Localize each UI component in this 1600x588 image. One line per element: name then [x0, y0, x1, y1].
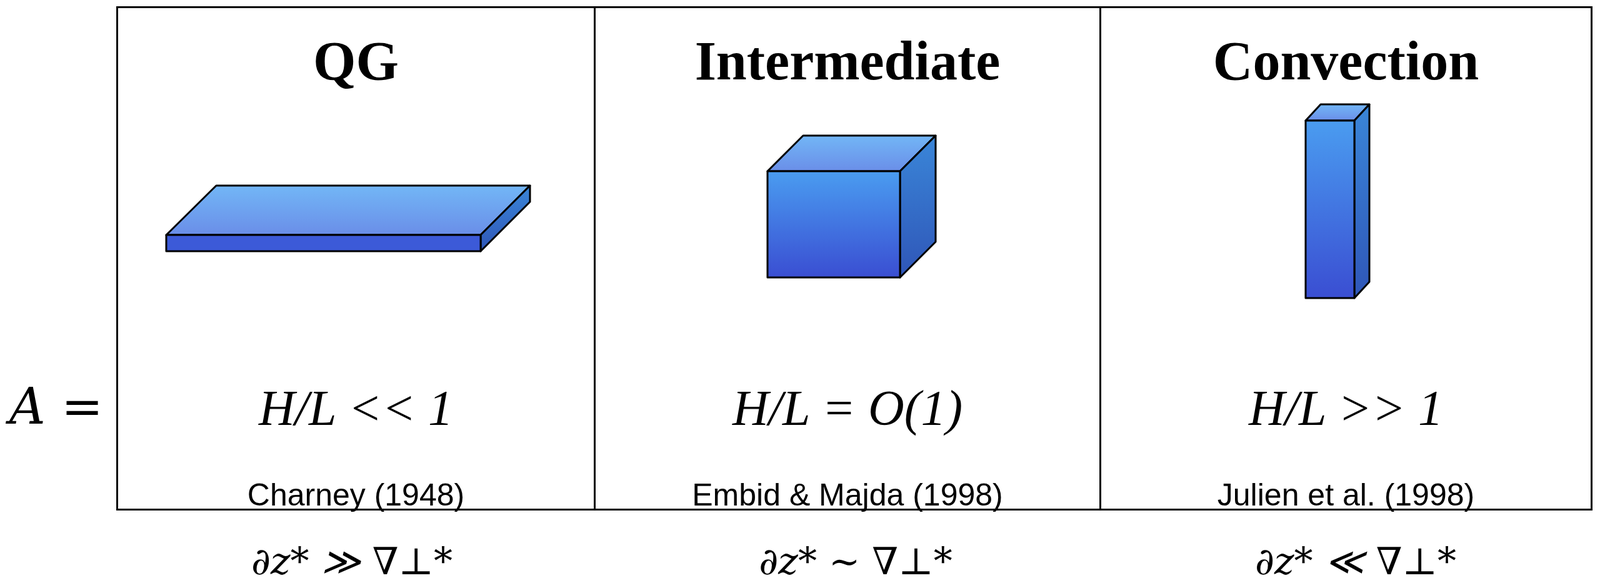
regime-panel: ConvectionH/L >> 1 Julien et al. (1998) — [1099, 6, 1593, 511]
reference: Julien et al. (1998) — [1101, 478, 1591, 513]
cube — [767, 135, 936, 278]
reference: Embid & Majda (1998) — [595, 478, 1100, 513]
regime-panel: QG H/L << 1 Charney (1948) — [116, 6, 596, 511]
tall-column — [1305, 104, 1370, 299]
scaling-relation: ∂z* ≪ ∇⊥* — [1255, 539, 1457, 584]
regime-panel: IntermediateH/L = O(1) Embid & Majda (199… — [593, 6, 1102, 511]
aspect-ratio: H/L >> 1 — [1101, 380, 1591, 436]
aspect-ratio: H/L = O(1) — [595, 380, 1100, 436]
flat-slab — [166, 185, 530, 252]
regime-title: Convection — [1101, 31, 1591, 92]
aspect-label: A = — [9, 377, 104, 436]
reference: Charney (1948) — [118, 478, 594, 513]
aspect-ratio: H/L << 1 — [118, 380, 594, 436]
regime-title: Intermediate — [595, 31, 1100, 92]
regime-title: QG — [118, 31, 594, 92]
scaling-relation: ∂z* ∼ ∇⊥* — [758, 539, 952, 584]
scaling-relation: ∂z* ≫ ∇⊥* — [251, 539, 453, 584]
